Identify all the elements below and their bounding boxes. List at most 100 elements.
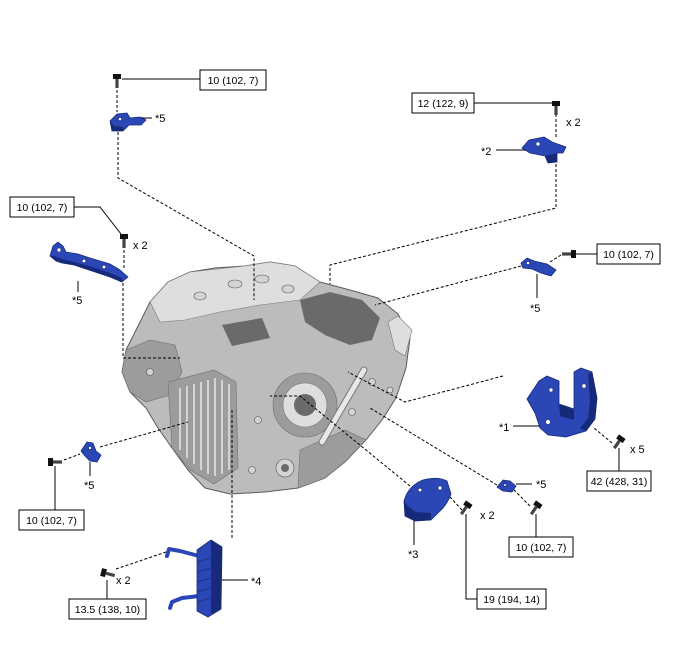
guide-line-dashed: [122, 283, 180, 359]
torque-spec-bottom-center: 19 (194, 14): [476, 588, 547, 610]
oil-cooler-pipe: [168, 594, 201, 610]
housing-bolt-head: [368, 378, 376, 386]
housing-side-tube: [387, 315, 413, 357]
bolt-icon: [529, 500, 543, 516]
oil-cooler-fin: [197, 567, 211, 573]
callout-bracket-left-upper: *5: [72, 295, 82, 307]
bracket-right-lower-hole: [581, 383, 587, 389]
callout-bracket-right-lower: *1: [499, 422, 509, 434]
bracket-right-lower-hole: [545, 419, 551, 425]
guide-line-dashed: [115, 551, 167, 570]
leader-lines: [54, 78, 620, 600]
torque-spec-text: 10 (102, 7): [603, 249, 654, 261]
bolt-shaft: [53, 460, 62, 464]
torque-spec-box: [411, 92, 475, 114]
bracket-top: [109, 112, 147, 132]
callout-bracket-right-upper: *5: [530, 303, 540, 315]
oil-cooler: [165, 539, 223, 618]
guide-line-dashed: [449, 496, 463, 511]
oil-cooler-fin: [197, 597, 211, 603]
torque-spec-box: [68, 598, 147, 620]
bolt-shaft: [554, 106, 558, 115]
callout-oil-cooler: *4: [251, 576, 261, 588]
torque-spec-text: 10 (102, 7): [516, 542, 567, 554]
bracket-right-upper-body: [520, 257, 557, 277]
bolt-quantity-top-right: x 2: [566, 117, 581, 129]
bracket-bottom-right-hole: [503, 483, 507, 487]
torque-spec-right-upper: 10 (102, 7): [596, 243, 661, 265]
leader-line: [465, 514, 477, 600]
bolt-quantity-bottom-left: x 2: [116, 575, 131, 587]
bracket-bottom-right-body: [496, 479, 517, 493]
bracket-top-hole: [118, 117, 122, 121]
bracket-right-lower: [526, 367, 598, 438]
torque-spec-text: 42 (428, 31): [591, 476, 648, 488]
oil-cooler-fin: [197, 577, 211, 583]
torque-spec-box: [18, 509, 85, 531]
housing-top-face: [149, 261, 321, 323]
cover-bottom-center-shade: [404, 501, 431, 521]
transmission-housing: [121, 261, 413, 495]
housing-lower-right-face: [297, 429, 367, 489]
bracket-left-upper-hole: [101, 264, 107, 270]
bracket-left-upper-hole: [56, 247, 62, 253]
installation-guide-lines: [63, 90, 613, 570]
guide-line-dashed: [63, 453, 81, 461]
oil-cooler-pipe: [165, 547, 201, 558]
guide-line-dashed: [329, 164, 557, 284]
torque-spec-left-lower: 10 (102, 7): [18, 509, 85, 531]
torque-spec-bottom-left: 13.5 (138, 10): [68, 598, 147, 620]
housing-boss: [227, 279, 243, 289]
torque-spec-right-lower: 42 (428, 31): [586, 470, 652, 492]
bracket-top-right-body: [521, 136, 567, 164]
torque-spec-box: [596, 243, 661, 265]
housing-boss: [281, 284, 295, 294]
bracket-top-right-hole: [535, 141, 541, 147]
bracket-right-lower-shade: [580, 372, 597, 431]
oil-cooler-side: [211, 540, 222, 614]
torque-spec-text: 10 (102, 7): [26, 515, 77, 527]
bolt-head: [463, 500, 473, 510]
bolt-shaft: [122, 239, 126, 248]
housing-bolt-head: [248, 466, 256, 474]
bracket-left-lower-hole: [88, 446, 92, 450]
bracket-bottom-right: [496, 479, 517, 493]
housing-bolt-head: [254, 416, 262, 424]
bolt-head: [616, 434, 626, 444]
bolt-shaft: [562, 252, 571, 256]
torque-spec-text: 10 (102, 7): [17, 202, 68, 214]
bracket-left-upper-shade: [50, 256, 122, 282]
bolt-head: [533, 500, 543, 510]
housing-boss: [193, 291, 207, 301]
cover-bottom-center-hole: [417, 487, 423, 493]
guide-line-dashed: [513, 489, 531, 507]
housing-bolt-head: [146, 368, 154, 376]
torque-spec-box: [199, 69, 267, 91]
bolt-shaft: [529, 505, 538, 516]
bolt-shaft: [459, 505, 468, 516]
oil-cooler-fin: [197, 557, 211, 563]
bolt-shaft: [105, 571, 116, 578]
guide-line-dashed: [347, 371, 504, 403]
bracket-right-upper-hole: [526, 261, 530, 265]
cover-bottom-center-hole: [437, 485, 443, 491]
housing-bolt-head: [348, 408, 356, 416]
torque-spec-text: 13.5 (138, 10): [75, 604, 140, 616]
bolt-icon: [612, 434, 626, 450]
bracket-top-right-shade: [545, 153, 557, 163]
callout-cover-bottom-center: *3: [408, 549, 418, 561]
cover-bottom-center: [403, 477, 452, 522]
bolt-quantity-left-upper: x 2: [133, 240, 148, 252]
bolt-icon: [113, 74, 121, 88]
torque-spec-bottom-right: 10 (102, 7): [508, 536, 574, 558]
bracket-left-lower: [80, 441, 102, 463]
housing-bolt-head: [386, 386, 394, 394]
torque-spec-left-upper: 10 (102, 7): [9, 196, 75, 218]
guide-line-dashed: [374, 265, 522, 306]
bolt-head: [571, 250, 576, 258]
bolt-icon: [552, 101, 560, 115]
bracket-top-shade: [110, 121, 123, 131]
torque-spec-top-center: 10 (102, 7): [199, 69, 267, 91]
callout-bracket-top-right: *2: [481, 146, 491, 158]
